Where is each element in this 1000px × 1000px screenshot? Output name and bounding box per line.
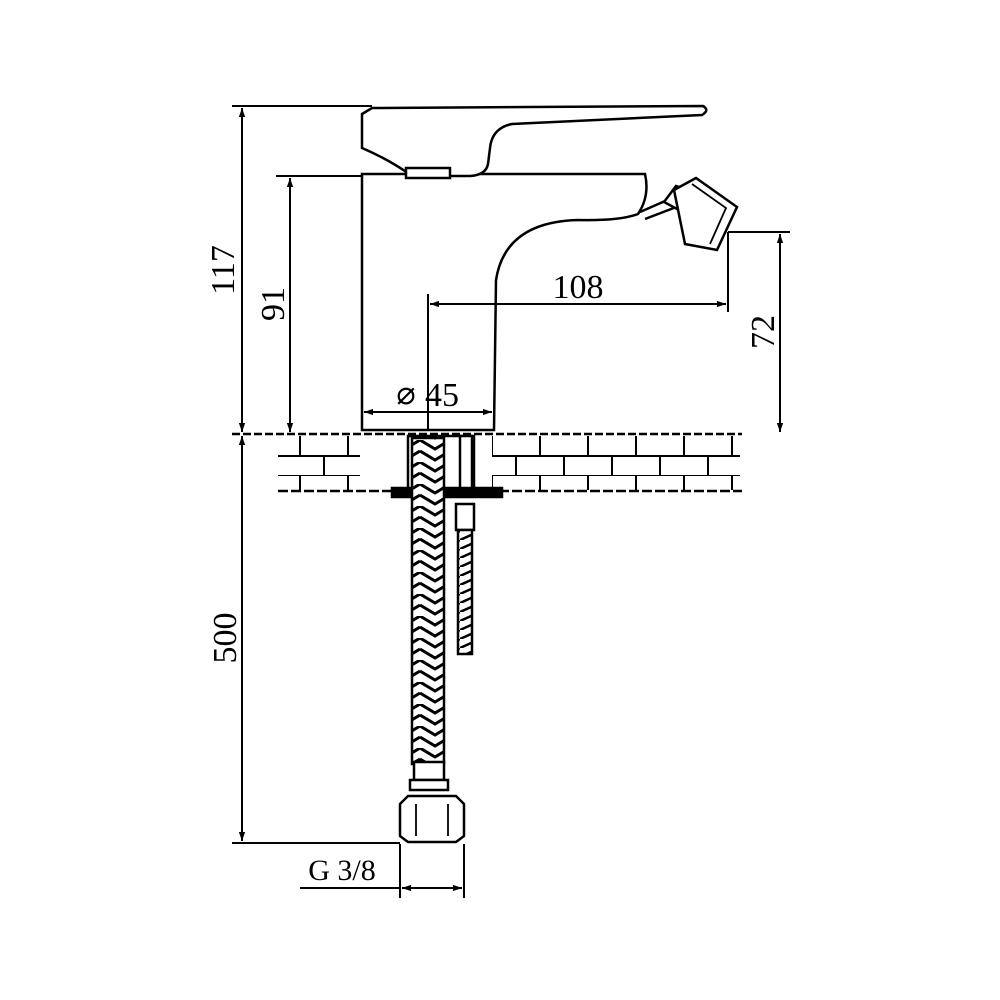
flexible-hose	[398, 436, 466, 844]
countertop-section	[232, 432, 742, 493]
hose-collar	[408, 778, 450, 792]
body-outline	[360, 172, 648, 432]
label-base-diameter: 45	[425, 377, 459, 414]
lever-cartridge-collar	[404, 166, 452, 180]
hose-braid	[410, 436, 446, 766]
hose-ferrule	[412, 760, 446, 782]
hose-nut-g38	[398, 794, 466, 844]
base-plate	[390, 486, 504, 499]
label-spout-height: 72	[745, 315, 782, 349]
label-diameter-symbol: ⌀	[396, 375, 415, 411]
label-hose-length: 500	[207, 613, 244, 664]
stud-shaft	[456, 528, 474, 656]
label-spout-reach: 108	[553, 269, 604, 306]
lever-handle	[360, 104, 708, 178]
dimension-lines	[232, 105, 790, 898]
threaded-stud	[454, 434, 476, 656]
dimension-labels: 117 91 500 108 72 ⌀ 45 G 3/8	[205, 245, 782, 887]
stud-top	[458, 434, 474, 490]
spray-head	[639, 176, 739, 252]
mixer-body	[360, 104, 708, 432]
spray-head-nozzle	[672, 176, 739, 252]
brick-hatch-left	[278, 436, 360, 490]
mounting-assembly	[390, 434, 504, 499]
stud-nut	[454, 502, 476, 532]
label-connection-thread: G 3/8	[308, 854, 376, 887]
label-total-height: 117	[205, 245, 242, 295]
brick-hatch-right	[492, 436, 740, 490]
spray-head-bevel	[691, 183, 728, 245]
label-body-height: 91	[255, 287, 292, 321]
